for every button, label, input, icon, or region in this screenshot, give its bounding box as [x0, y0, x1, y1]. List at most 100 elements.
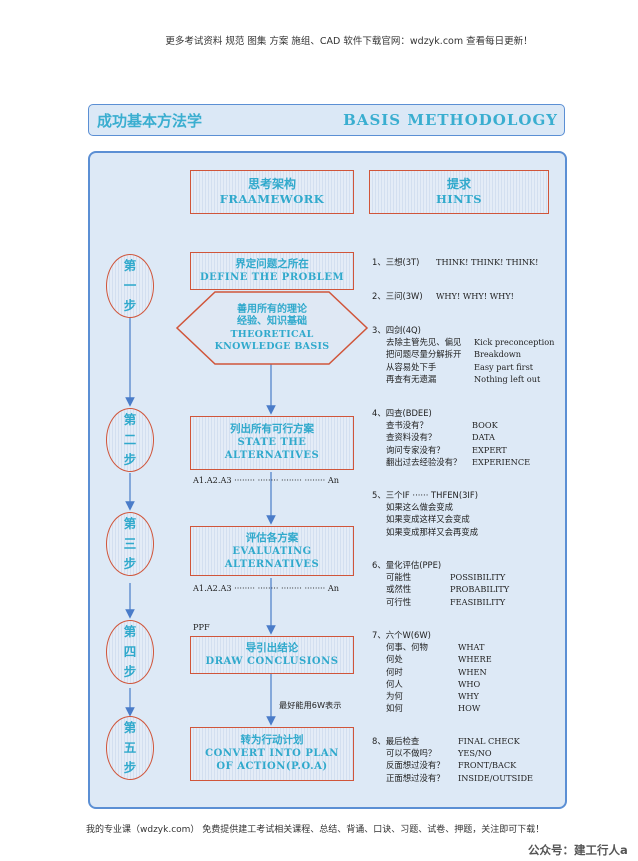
framework-header-en: FRAAMEWORK — [219, 192, 325, 206]
hint-4: 4、四查(BDEE) 查书没有？BOOK 查资料没有？DATA 询问专家没有？E… — [372, 407, 530, 468]
hint-5: 5、三个IF ······ THFEN(3IF) 如果这么做会变成 如果变成这样… — [372, 489, 478, 538]
hint-7-row-4-en: WHO — [458, 678, 481, 689]
ppf-label: PPF — [193, 622, 210, 632]
header-note: 更多考试资料 规范 图集 方案 施组、CAD 软件下载官网：wdzyk.com … — [165, 36, 533, 47]
banner-title-cn: 成功基本方法学 — [97, 112, 203, 130]
hint-3-row-3-cn: 从容易处下手 — [386, 361, 437, 372]
title-banner: 成功基本方法学 BASIS METHODOLOGY — [88, 104, 565, 136]
hint-7-row-3-en: WHEN — [458, 666, 487, 677]
hint-8-row-1-en: YES/NO — [458, 748, 492, 759]
hint-6-title: 6、量化评估(PPE) — [372, 560, 442, 570]
hint-6-row-1-en: POSSIBILITY — [450, 572, 506, 583]
hint-7-row-3-cn: 何时 — [386, 666, 403, 677]
theoretical-basis-hexagon: 善用所有的理论 经验、知识基础 THEORETICAL KNOWLEDGE BA… — [177, 292, 367, 364]
evaluating-en-1: EVALUATING — [232, 546, 312, 557]
step-3-char-2: 三 — [123, 536, 137, 551]
hint-5-row-1: 如果这么做会变成 — [386, 502, 453, 513]
draw-conclusions-cn: 导引出结论 — [245, 642, 299, 654]
hint-8-extra: FINAL CHECK — [458, 736, 520, 746]
step-1-char-2: 一 — [123, 278, 137, 293]
step-3-char-1: 第 — [123, 516, 137, 531]
step-1-char-1: 第 — [123, 258, 137, 273]
hint-8-row-3-en: INSIDE/OUTSIDE — [458, 772, 533, 783]
step-2-char-1: 第 — [123, 412, 137, 427]
hint-4-row-4-en: EXPERIENCE — [472, 456, 531, 467]
hint-3-row-4-cn: 再查有无遗漏 — [386, 373, 437, 384]
hint-3-row-1-cn: 去除主管先见、偏见 — [386, 337, 462, 348]
hint-4-row-3-cn: 询问专家没有？ — [386, 444, 445, 455]
step-2-oval: 第 二 步 — [106, 408, 154, 472]
best-6w-note: 最好能用6W表示 — [279, 700, 342, 710]
hint-7-row-1-en: WHAT — [458, 642, 485, 653]
hint-8-row-1-cn: 可以不做吗？ — [386, 748, 437, 759]
hint-7-row-2-cn: 何处 — [386, 654, 403, 665]
hint-7-row-5-cn: 为何 — [386, 691, 403, 702]
hint-2: 2、三问(3W) WHY! WHY! WHY! — [372, 290, 514, 302]
theory-cn-2: 经验、知识基础 — [237, 316, 307, 327]
hints-header-en: HINTS — [435, 192, 483, 206]
hint-7-row-6-cn: 如何 — [386, 703, 403, 714]
hint-3: 3、四剑(4Q) 去除主管先见、偏见 Kick preconception 把问题… — [372, 324, 554, 385]
hint-6-row-3-cn: 可行性 — [386, 596, 412, 607]
step-1-oval: 第 一 步 — [106, 254, 154, 318]
hint-4-row-2-en: DATA — [472, 432, 495, 443]
convert-action-en-2: OF ACTION(P.O.A) — [216, 761, 328, 772]
evaluating-cn: 评估各方案 — [245, 532, 299, 544]
step-5-oval: 第 五 步 — [106, 716, 154, 780]
alternatives-line-2: A1.A2.A3 ········ ········ ········ ····… — [193, 583, 340, 593]
step-2-char-2: 二 — [123, 432, 137, 447]
step-4-char-3: 步 — [123, 664, 137, 679]
define-problem-en: DEFINE THE PROBLEM — [199, 272, 345, 283]
hint-6-row-2-en: PROBABILITY — [450, 584, 510, 595]
step-1-char-3: 步 — [123, 298, 137, 313]
hint-5-title: 5、三个IF ······ THFEN(3IF) — [372, 490, 478, 500]
state-alternatives-cn: 列出所有可行方案 — [230, 423, 314, 435]
hint-2-title: 2、三问(3W) — [372, 291, 423, 301]
hint-3-row-2-cn: 把问题尽量分解拆开 — [386, 349, 462, 360]
framework-header: 思考架构 FRAAMEWORK — [190, 170, 354, 214]
define-problem-cn: 界定问题之所在 — [235, 258, 309, 270]
hints-header-cn: 提求 — [446, 177, 471, 191]
step-5-char-1: 第 — [123, 720, 137, 735]
theory-en-1: THEORETICAL — [230, 328, 314, 340]
hint-3-row-1-en: Kick preconception — [474, 337, 555, 348]
step-3-oval: 第 三 步 — [106, 512, 154, 576]
step-2-char-3: 步 — [123, 452, 137, 467]
hint-4-row-2-cn: 查资料没有？ — [386, 432, 437, 443]
framework-header-cn: 思考架构 — [247, 177, 296, 191]
hint-1: 1、三想(3T)THINK! THINK! THINK! — [372, 256, 538, 268]
hint-7-row-4-cn: 何人 — [386, 678, 403, 689]
step-4-oval: 第 四 步 — [106, 620, 154, 684]
hint-3-row-2-en: Breakdown — [474, 349, 522, 360]
evaluating-en-2: ALTERNATIVES — [224, 559, 320, 570]
step-3-char-3: 步 — [123, 556, 137, 571]
alternatives-line-1: A1.A2.A3 ········ ········ ········ ····… — [193, 475, 340, 485]
hint-8-row-3-cn: 正面想过没有？ — [386, 772, 445, 783]
hint-2-extra: WHY! WHY! WHY! — [436, 291, 514, 301]
wechat-label: 公众号：建工行人a — [528, 843, 628, 857]
hint-4-row-1-en: BOOK — [472, 420, 498, 431]
hint-8-row-2-cn: 反面想过没有？ — [386, 760, 445, 771]
hint-1-title: 1、三想(3T) — [372, 257, 420, 267]
draw-conclusions-box: 导引出结论 DRAW CONCLUSIONS — [190, 636, 354, 674]
draw-conclusions-en: DRAW CONCLUSIONS — [205, 656, 339, 667]
hint-7-row-6-en: HOW — [458, 703, 481, 714]
footer-note: 我的专业课（wdzyk.com） 免费提供建工考试相关课程、总结、背诵、口诀、习… — [86, 825, 545, 835]
convert-action-en-1: CONVERT INTO PLAN — [205, 748, 339, 759]
convert-action-box: 转为行动计划 CONVERT INTO PLAN OF ACTION(P.O.A… — [190, 727, 354, 781]
step-5-char-2: 五 — [123, 740, 137, 755]
step-4-char-2: 四 — [123, 644, 137, 659]
banner-title-en: BASIS METHODOLOGY — [343, 111, 558, 129]
define-problem-box: 界定问题之所在 DEFINE THE PROBLEM — [190, 252, 354, 290]
hint-7-row-2-en: WHERE — [458, 654, 492, 665]
theory-cn-1: 善用所有的理论 — [237, 303, 307, 315]
convert-action-cn: 转为行动计划 — [240, 734, 304, 746]
hint-4-row-1-cn: 查书没有？ — [386, 420, 428, 431]
hint-5-row-2: 如果变成这样又会变成 — [386, 514, 470, 525]
evaluating-alternatives-box: 评估各方案 EVALUATING ALTERNATIVES — [190, 526, 354, 576]
step-4-char-1: 第 — [123, 624, 137, 639]
hint-3-title: 3、四剑(4Q) — [372, 325, 421, 335]
step-5-char-3: 步 — [123, 760, 137, 775]
